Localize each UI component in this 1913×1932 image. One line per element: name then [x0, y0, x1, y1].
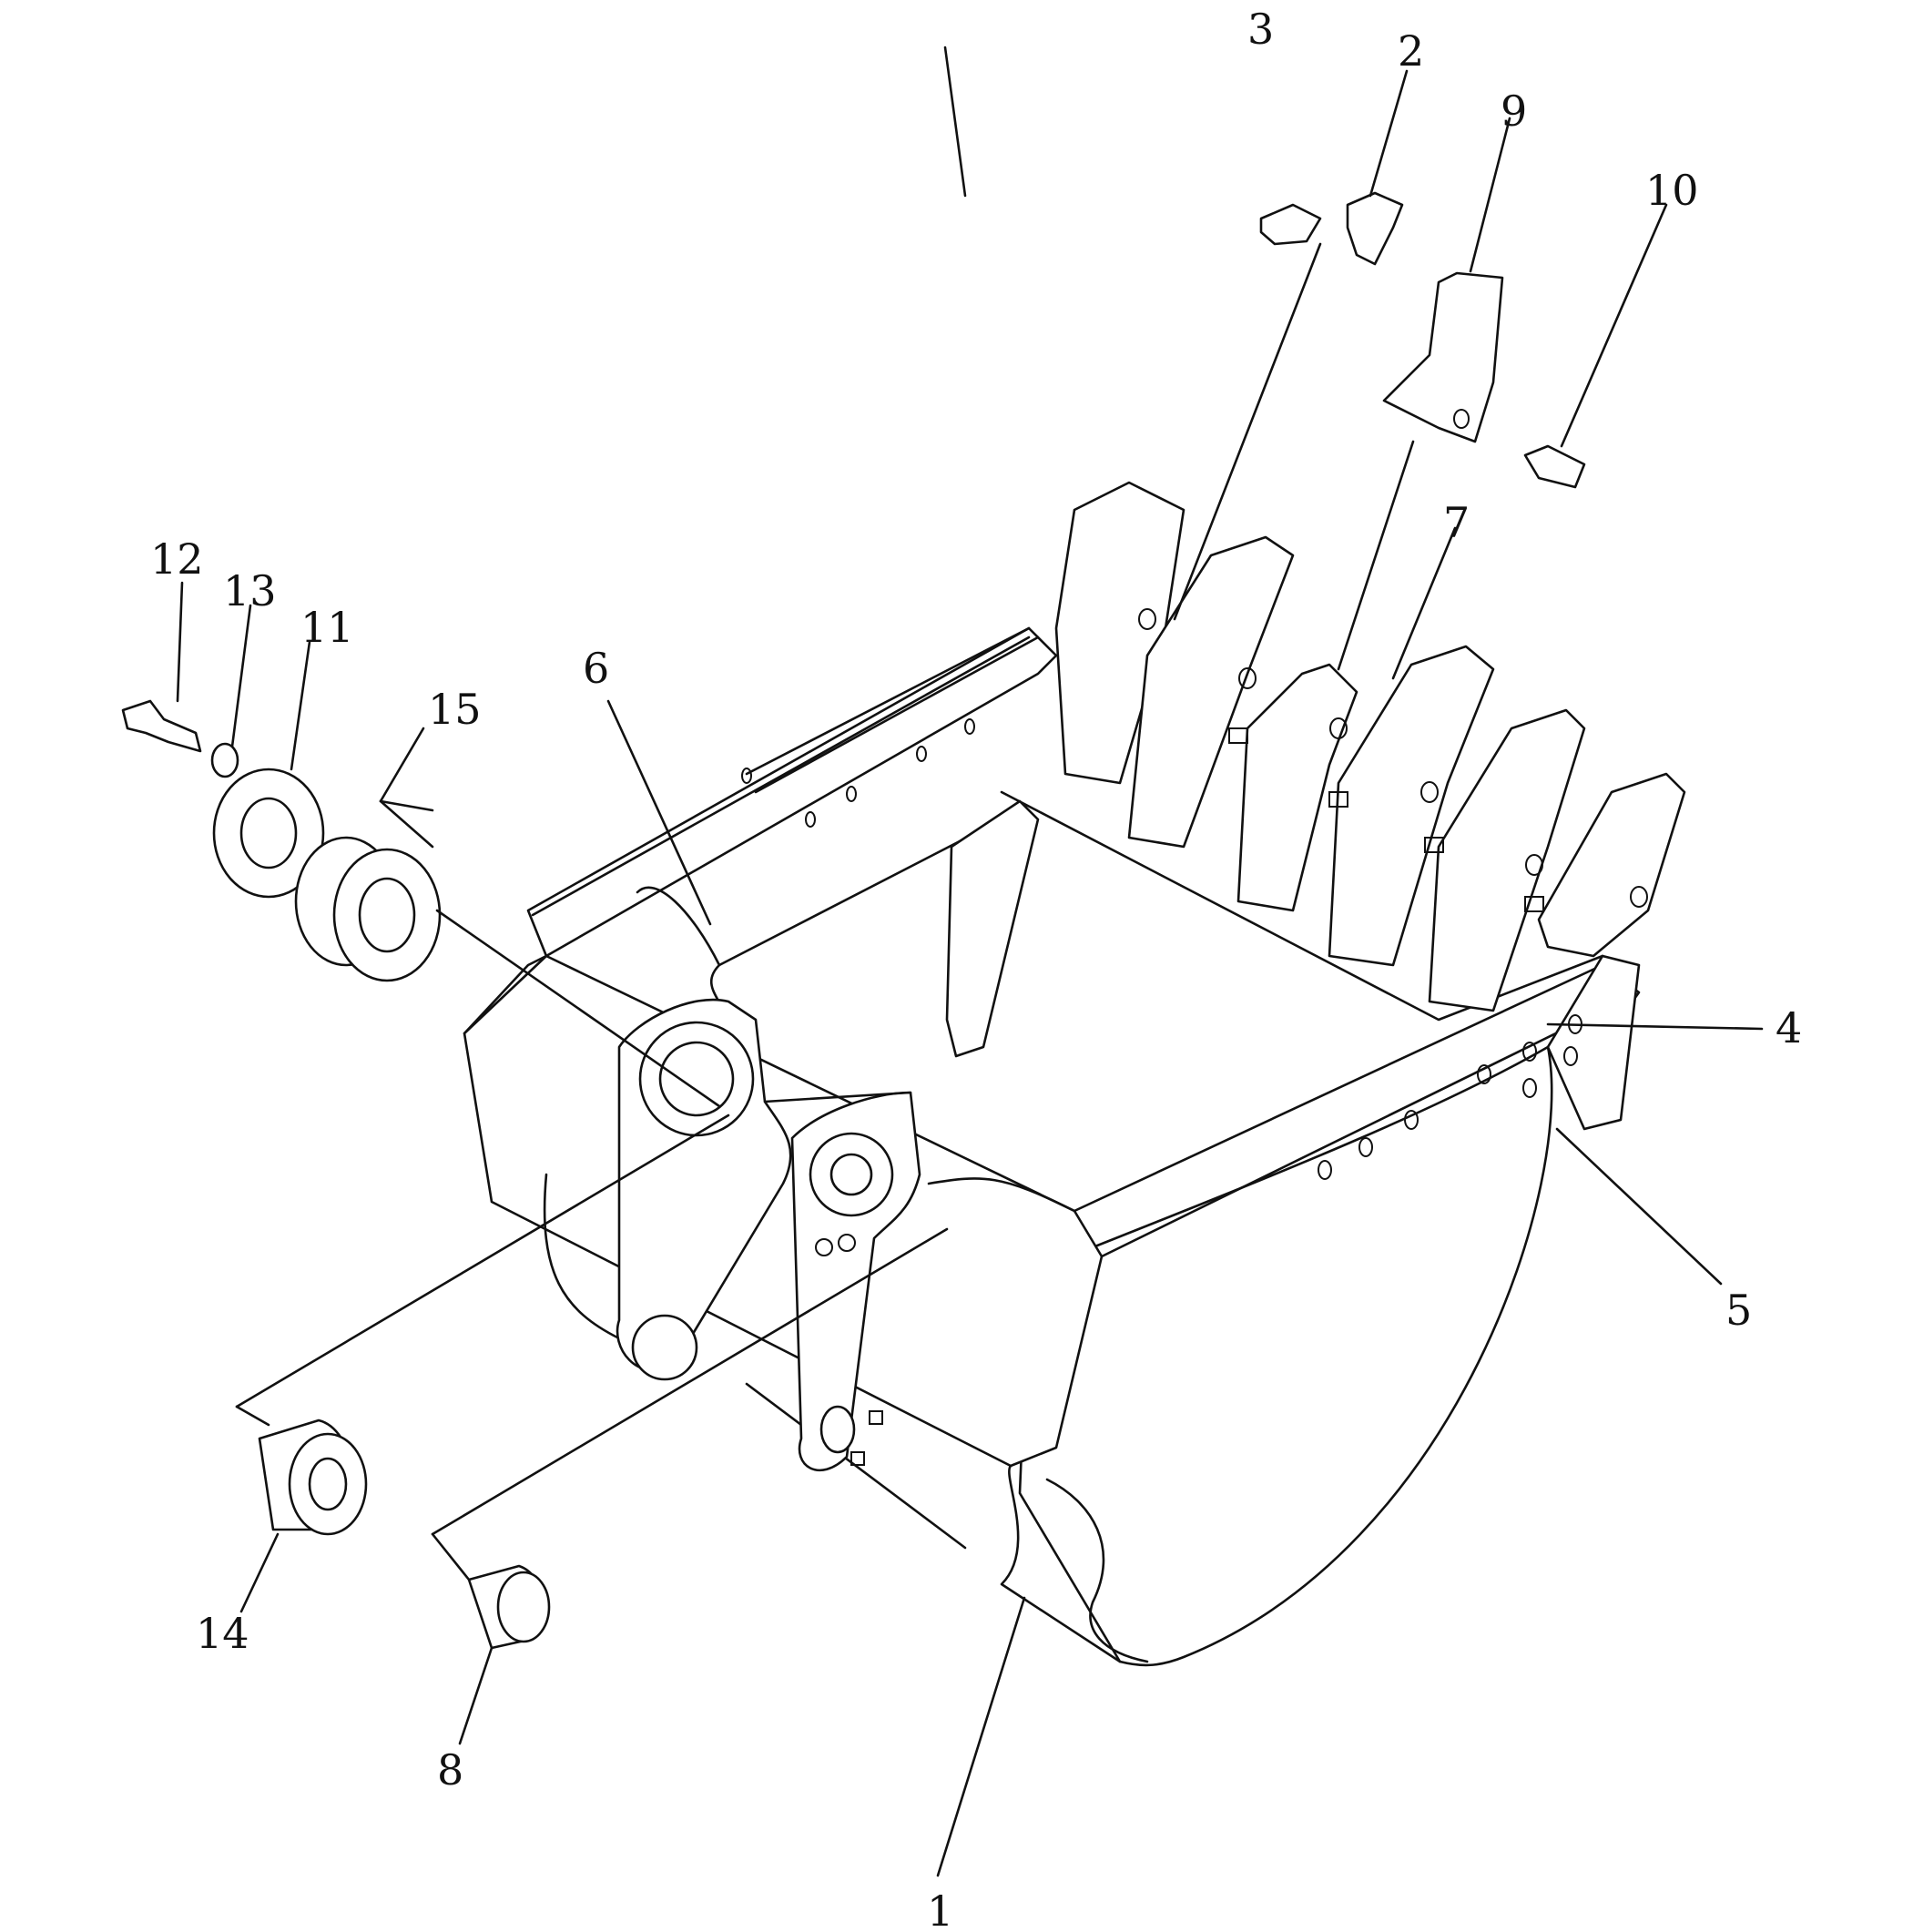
- callout-8: 8: [437, 1745, 463, 1795]
- bucket-teeth: [1054, 481, 1686, 1012]
- part-15-shims: [294, 836, 442, 982]
- callout-13: 13: [223, 566, 277, 615]
- callout-11: 11: [300, 603, 354, 652]
- callout-9: 9: [1501, 86, 1527, 136]
- callout-6: 6: [583, 644, 609, 693]
- part-9-tooth: [1382, 271, 1504, 443]
- callout-12: 12: [150, 534, 204, 584]
- part-2-pin-lock: [1346, 191, 1404, 266]
- leader-lines: [176, 46, 1764, 1877]
- callout-1: 1: [927, 1886, 953, 1932]
- callout-2: 2: [1398, 26, 1424, 76]
- part-10-pin: [1523, 444, 1586, 489]
- callout-4: 4: [1776, 1003, 1802, 1052]
- part-13-washer: [210, 742, 239, 778]
- part-11-ring: [212, 768, 325, 899]
- callout-14: 14: [196, 1609, 249, 1658]
- part-14-bushing: [258, 1418, 368, 1536]
- callout-15: 15: [428, 685, 482, 734]
- part-12-bolt: [121, 699, 202, 753]
- part-8-bushing: [467, 1564, 551, 1650]
- callout-5: 5: [1725, 1286, 1752, 1335]
- callout-labels: 1 2 3 4 5 6 7 8 9 10 11 12 13 14 15: [150, 5, 1802, 1932]
- callout-3: 3: [1247, 5, 1274, 54]
- callout-10: 10: [1645, 166, 1699, 215]
- callout-7: 7: [1443, 498, 1470, 547]
- part-3-lock: [1259, 203, 1322, 246]
- hinge-brackets: [616, 998, 921, 1472]
